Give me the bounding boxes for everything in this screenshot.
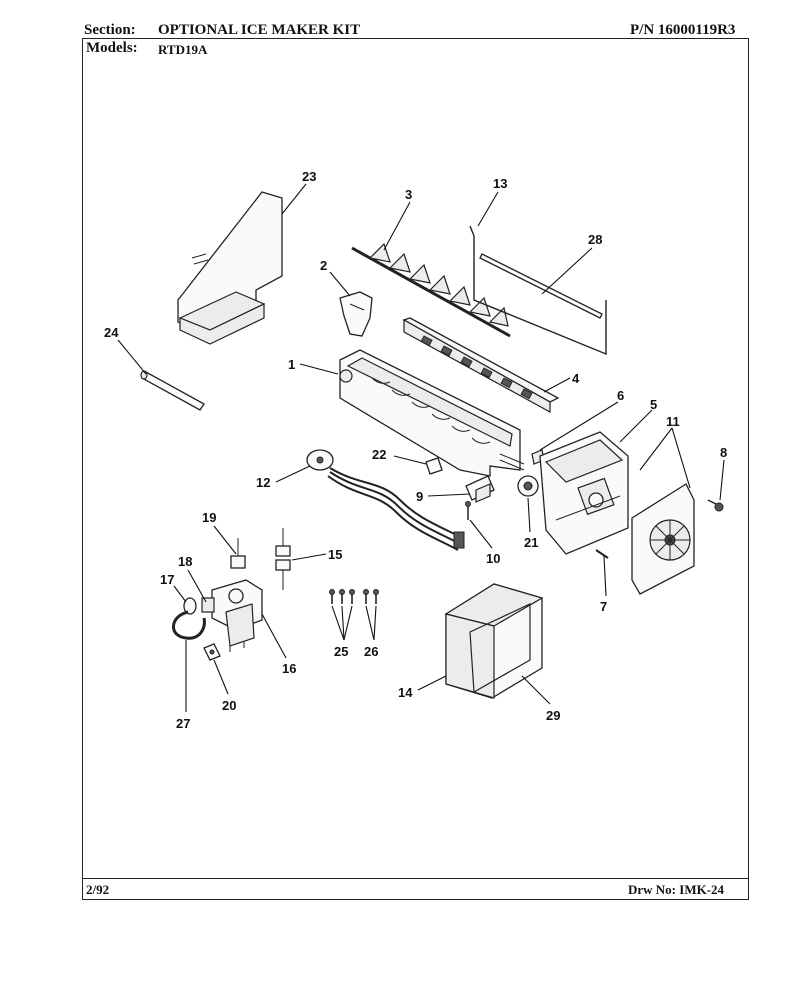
part-number: P/N 16000119R3 [630,22,736,38]
models-value: RTD19A [158,42,208,57]
part-18-fitting [201,597,215,613]
callout-23: 23 [302,169,316,184]
callout-29: 29 [546,708,560,723]
callout-28: 28 [588,232,602,247]
part-24-tube [140,370,205,411]
part-28-rod [479,253,603,319]
part-14-box [444,583,544,699]
part-3-ejector [351,242,511,338]
models-label: Models: [86,40,138,56]
part-26-screws [363,589,379,604]
callout-4: 4 [572,371,580,386]
part-15-fitting [275,528,291,590]
callout-27: 27 [176,716,190,731]
callout-24: 24 [104,325,119,340]
callout-26: 26 [364,644,378,659]
callout-10: 10 [486,551,500,566]
part-8-screw [707,499,724,512]
callout-1: 1 [288,357,295,372]
callout-8: 8 [720,445,727,460]
part-22-clip [425,457,443,475]
part-7-screw [595,549,609,559]
callout-12: 12 [256,475,270,490]
callout-25: 25 [334,644,348,659]
callout-5: 5 [650,397,657,412]
part-29-panel [469,603,531,693]
part-9-bracket [465,475,495,503]
callout-16: 16 [282,661,296,676]
section-title: OPTIONAL ICE MAKER KIT [158,22,361,38]
callout-21: 21 [524,535,538,550]
section-label: Section: [84,22,136,38]
callout-22: 22 [372,447,386,462]
callout-18: 18 [178,554,192,569]
part-19-nut [230,538,246,569]
callout-14: 14 [398,685,413,700]
callout-17: 17 [160,572,174,587]
footer-divider [82,878,749,879]
callout-19: 19 [202,510,216,525]
leader-lines [117,183,725,712]
part-10-screw [465,501,471,520]
part-27-tube [172,610,206,640]
callout-15: 15 [328,547,342,562]
callout-2: 2 [320,258,327,273]
callout-7: 7 [600,599,607,614]
part-2-clip [339,291,373,337]
part-20-clamp [203,643,221,661]
part-21-gear [517,475,539,497]
part-5-housing [539,431,629,555]
part-4-stripper [402,317,560,414]
part-16-valve [211,579,263,652]
drawing-number: Drw No: IMK-24 [628,882,725,897]
callout-9: 9 [416,489,423,504]
part-25-screws [329,589,355,604]
part-1-mold [339,349,525,477]
callout-11: 11 [666,414,680,429]
callout-3: 3 [405,187,412,202]
callout-13: 13 [493,176,507,191]
callout-6: 6 [617,388,624,403]
part-23-shroud [177,191,283,345]
page-frame [82,38,749,900]
part-11-plate [631,483,695,595]
part-17-washer [183,597,197,615]
part-12-harness [306,449,465,551]
footer-date: 2/92 [86,882,110,897]
part-13-bracket [469,225,607,356]
callout-20: 20 [222,698,236,713]
exploded-parts-diagram: 23 3 13 28 2 24 1 4 6 5 11 8 22 12 9 10 … [104,169,727,731]
